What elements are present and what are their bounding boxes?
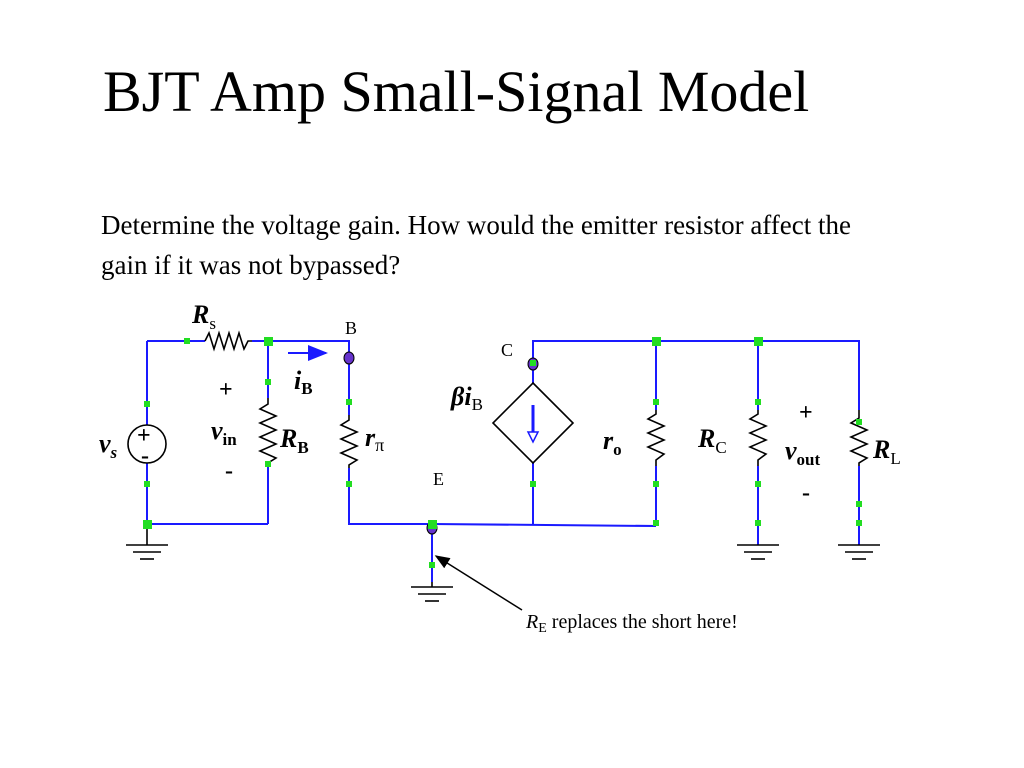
label-vin: vin [211, 416, 237, 449]
label-ro: ro [603, 426, 622, 459]
wire-rs-to-b [147, 340, 350, 360]
ground-symbol-rc [737, 544, 779, 560]
ground-symbol-emitter [411, 582, 453, 602]
resistor-rpi [339, 415, 359, 468]
label-ib: iB [294, 366, 313, 398]
resistor-rl [849, 410, 869, 466]
label-node-e: E [433, 469, 444, 489]
wire-collector [532, 340, 860, 410]
label-node-b: B [345, 318, 357, 338]
wire-source-left [146, 341, 268, 525]
label-rb: RB [279, 424, 309, 457]
label-source-plus: + [137, 423, 151, 449]
node-b-marker [343, 351, 355, 365]
annotation-re-note: RE replaces the short here! [525, 611, 738, 636]
circuit-wires [146, 340, 860, 582]
resistor-ro [646, 410, 666, 466]
annotation-arrow [434, 555, 523, 611]
wire-emitter-bus [431, 523, 657, 527]
ground-symbol-source [126, 524, 168, 560]
label-rl: RL [872, 435, 901, 468]
label-vin-plus: + [219, 377, 233, 403]
slide-body-text: Determine the voltage gain. How would th… [101, 210, 852, 280]
label-beta-ib: βiB [450, 382, 483, 414]
slide-title: BJT Amp Small-Signal Model [103, 59, 810, 124]
resistor-rb [258, 398, 278, 466]
label-vout-plus: + [799, 400, 813, 426]
label-vout-minus: - [802, 480, 810, 506]
resistor-rc [748, 410, 768, 466]
label-rc: RC [697, 424, 727, 457]
label-node-c: C [501, 340, 513, 360]
label-vout: vout [785, 436, 821, 469]
dependent-source-arrow-head [526, 431, 540, 444]
label-rpi: rπ [365, 423, 384, 455]
voltage-source-symbol [127, 424, 167, 464]
wire-rpi [348, 360, 432, 525]
label-vs: vs [99, 429, 118, 462]
label-rs: Rs [191, 300, 216, 333]
label-vin-minus: - [225, 458, 233, 484]
circuit-labels: Rs B C E iB βiB + vin - vs + - RB rπ ro … [99, 300, 901, 636]
resistor-rs [204, 330, 252, 352]
label-source-minus: - [141, 443, 149, 469]
ground-symbol-rl [838, 544, 880, 560]
connection-pins [143, 337, 862, 568]
